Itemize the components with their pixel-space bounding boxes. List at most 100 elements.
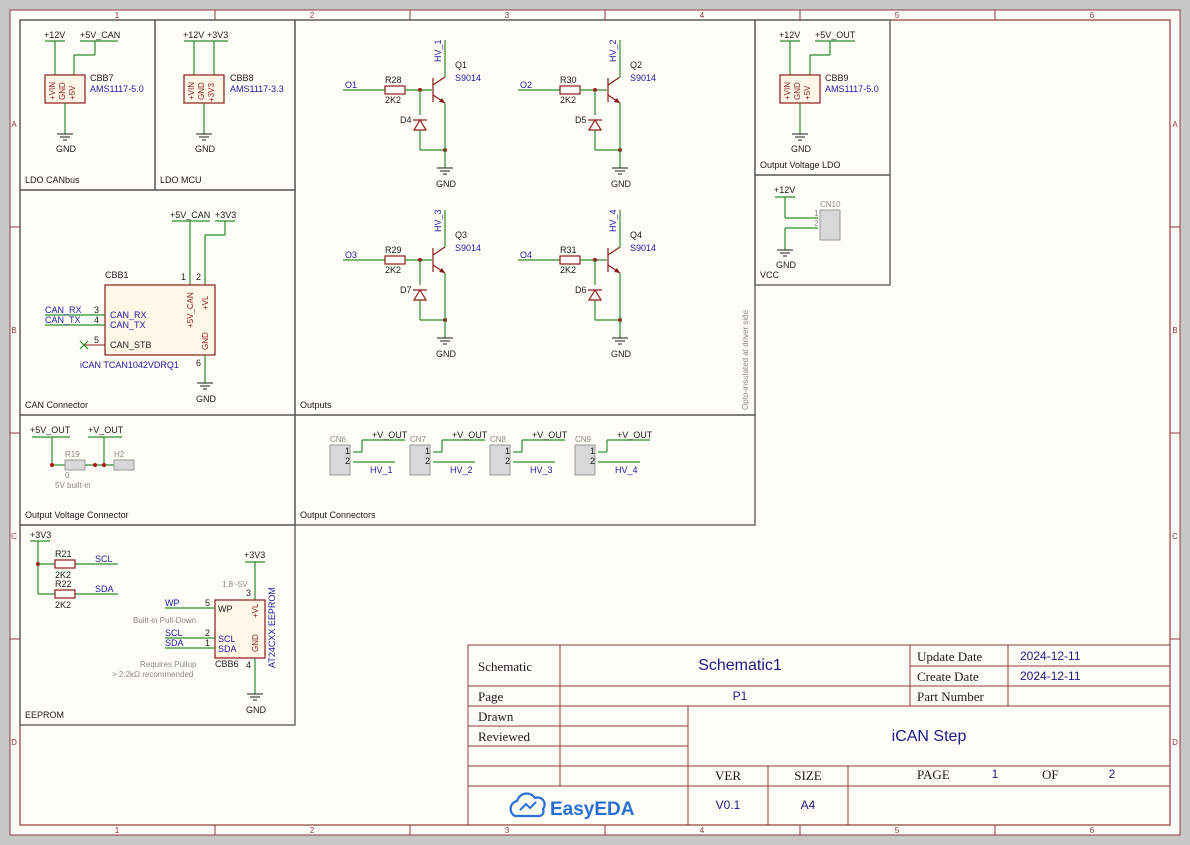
transistor-arrow-icon	[614, 268, 620, 273]
tb-ver-value: V0.1	[716, 798, 741, 812]
pin-vl: +VL	[251, 603, 260, 618]
pin-vl: +VL	[201, 295, 210, 310]
net-label-3v3: +3V3	[215, 210, 236, 220]
pin-num-3: 3	[94, 305, 99, 315]
pin-num-5: 5	[205, 598, 210, 608]
transistor-collector	[432, 246, 446, 256]
ruler-col-6: 6	[1090, 11, 1095, 20]
gnd-label: GND	[791, 144, 812, 154]
connector-bottom-net: HV_4	[615, 465, 638, 475]
connector-ref: CN7	[410, 435, 427, 444]
pin-5v: +5V	[68, 85, 77, 100]
ruler-col-6-bottom: 6	[1090, 826, 1095, 835]
block-eeprom	[19, 524, 296, 726]
pin-can-rx: CAN_RX	[110, 310, 147, 320]
transistor-ref: Q3	[455, 230, 467, 240]
resistor-value: 2K2	[385, 95, 401, 105]
r21-value: 2K2	[55, 570, 71, 580]
resistor-ref: R31	[560, 245, 577, 255]
ldo-cbb8: +12V +3V3 +VIN GND +3V3 CBB8 AMS1117-3.3…	[183, 30, 284, 154]
transistor-ref: Q4	[630, 230, 642, 240]
pin-gnd: GND	[197, 82, 206, 100]
cbb9-ref: CBB9	[825, 73, 849, 83]
connector-ref: CN6	[330, 435, 347, 444]
connector-pin-2: 2	[345, 456, 350, 466]
hv-net: HV_2	[608, 39, 618, 62]
output-input-net: O2	[520, 80, 532, 90]
connector-top-net: +V_OUT	[532, 430, 568, 440]
transistor-arrow-icon	[614, 98, 620, 103]
connector-ref: CN9	[575, 435, 592, 444]
ruler-col-1: 1	[115, 11, 120, 20]
cn10-ref: CN10	[820, 200, 841, 209]
ruler-row-c: C	[11, 532, 17, 541]
ovc-note: 5V built-in	[55, 481, 91, 490]
net-label-3v3: +3V3	[30, 530, 51, 540]
pin-gnd: GND	[251, 634, 260, 652]
gnd-label: GND	[246, 705, 267, 715]
cbb7-value: AMS1117-5.0	[90, 84, 144, 94]
tb-schematic-value: Schematic1	[698, 657, 782, 674]
output-input-net: O1	[345, 80, 357, 90]
r22-value: 2K2	[55, 600, 71, 610]
transistor-ref: Q1	[455, 60, 467, 70]
pin-num-3: 3	[246, 588, 251, 598]
r22-ref: R22	[55, 579, 72, 589]
ruler-left: A B C D	[10, 120, 20, 747]
net-label-3v3: +3V3	[207, 30, 228, 40]
wp-note: Built-in Pull-Down	[133, 616, 196, 625]
pin-vin: +VIN	[48, 82, 57, 100]
pin-num-1: 1	[181, 272, 186, 282]
pin-gnd: GND	[201, 332, 210, 350]
hv-net: HV_4	[608, 209, 618, 232]
connector-pin-1: 1	[425, 446, 430, 456]
ruler-row-b: B	[11, 326, 16, 335]
pin-num-5: 5	[94, 335, 99, 345]
net-wp: WP	[165, 598, 180, 608]
net-can-tx: CAN_TX	[45, 315, 81, 325]
cbb8-ref: CBB8	[230, 73, 254, 83]
pullup-note-1: Requires Pullup	[140, 660, 197, 669]
transistor-value: S9014	[630, 243, 656, 253]
block-title-output-voltage-connector: Output Voltage Connector	[25, 510, 129, 520]
tb-page-label: Page	[478, 689, 504, 704]
ruler-col-3: 3	[505, 11, 510, 20]
connector-top-net: +V_OUT	[452, 430, 488, 440]
tb-size-label: SIZE	[794, 768, 822, 783]
net-label-5v-out: +5V_OUT	[815, 30, 856, 40]
tb-update-value: 2024-12-11	[1020, 649, 1081, 663]
pin-5v-can: +5V_CAN	[186, 292, 195, 328]
connector-body	[489, 444, 511, 476]
tb-ver-label: VER	[715, 768, 741, 783]
pin-num-2: 2	[205, 628, 210, 638]
ldo-cbb9: +12V +5V_OUT +VIN GND +5V CBB9 AMS1117-5…	[779, 30, 879, 154]
gnd-label: GND	[611, 179, 632, 189]
ic-ref: CBB6	[215, 659, 239, 669]
net-label-5v-can: +5V_CAN	[80, 30, 120, 40]
ruler-col-5: 5	[895, 11, 900, 20]
net-label-12v: +12V	[44, 30, 65, 40]
pin-vin: +VIN	[783, 82, 792, 100]
cbb1-ref: CBB1	[105, 270, 129, 280]
resistor-value: 2K2	[560, 95, 576, 105]
gnd-label: GND	[611, 349, 632, 359]
resistor-ref: R29	[385, 245, 402, 255]
tb-project-name: iCAN Step	[892, 728, 967, 745]
connector-bottom-net: HV_1	[370, 465, 393, 475]
pin-vin: +VIN	[187, 82, 196, 100]
tb-create-value: 2024-12-11	[1020, 669, 1081, 683]
ruler-top: 1 2 3 4 5 6	[115, 10, 1095, 20]
tb-size-value: A4	[801, 798, 816, 812]
connector-pin-2: 2	[425, 456, 430, 466]
block-title-outputs: Outputs	[300, 400, 332, 410]
tb-schematic-label: Schematic	[478, 659, 532, 674]
cbb7-ref: CBB7	[90, 73, 114, 83]
tb-page-num-label: PAGE	[917, 767, 950, 782]
resistor-value: 2K2	[560, 265, 576, 275]
block-vcc	[754, 174, 891, 286]
r19-value: 0	[65, 471, 70, 480]
